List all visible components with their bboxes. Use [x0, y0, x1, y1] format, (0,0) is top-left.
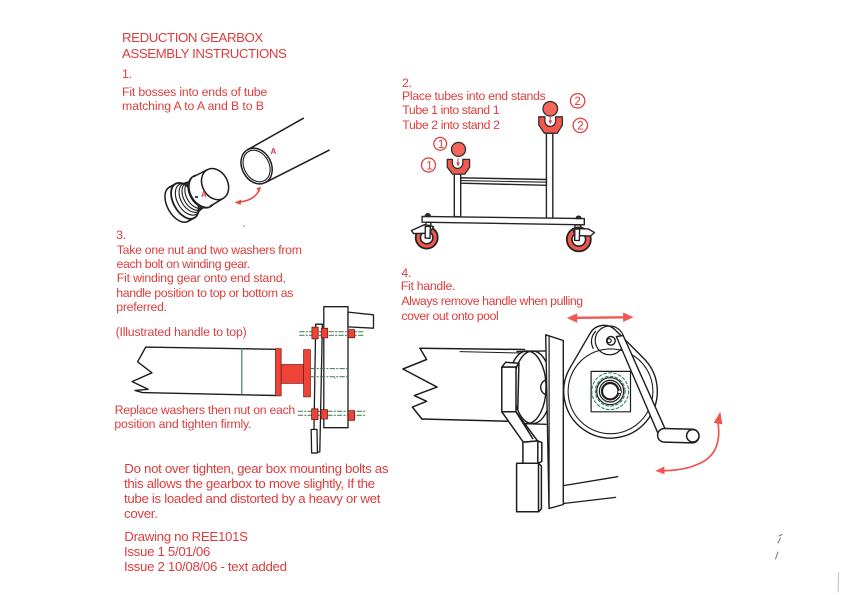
svg-text:1: 1 [438, 139, 444, 151]
svg-text:2: 2 [575, 96, 581, 108]
svg-text:1: 1 [426, 161, 432, 173]
svg-text:2: 2 [577, 121, 583, 133]
